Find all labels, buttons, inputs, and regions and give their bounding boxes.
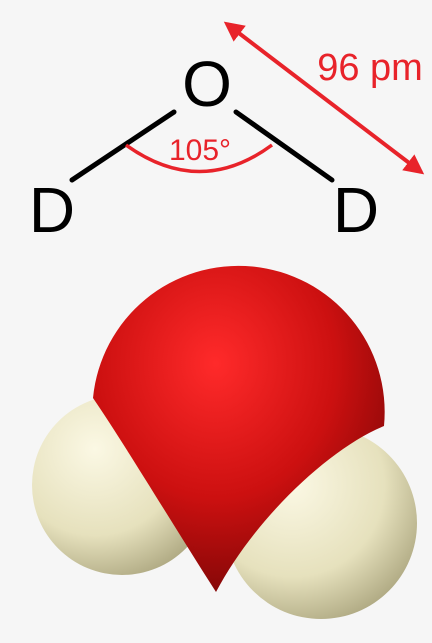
bond-length-arrow [223, 21, 425, 175]
bond-angle-label: 105° [169, 134, 231, 167]
oxygen-atom-label: O [182, 48, 232, 120]
oxygen-sphere [93, 265, 385, 592]
space-filling-model [32, 265, 417, 619]
deuterium-atom-label-right: D [333, 174, 379, 246]
structural-formula: O D D 105° 96 pm [29, 21, 425, 246]
bond-length-label: 96 pm [317, 47, 423, 89]
left-bond [69, 109, 177, 183]
deuterium-atom-label-left: D [29, 174, 75, 246]
right-bond [233, 109, 335, 183]
